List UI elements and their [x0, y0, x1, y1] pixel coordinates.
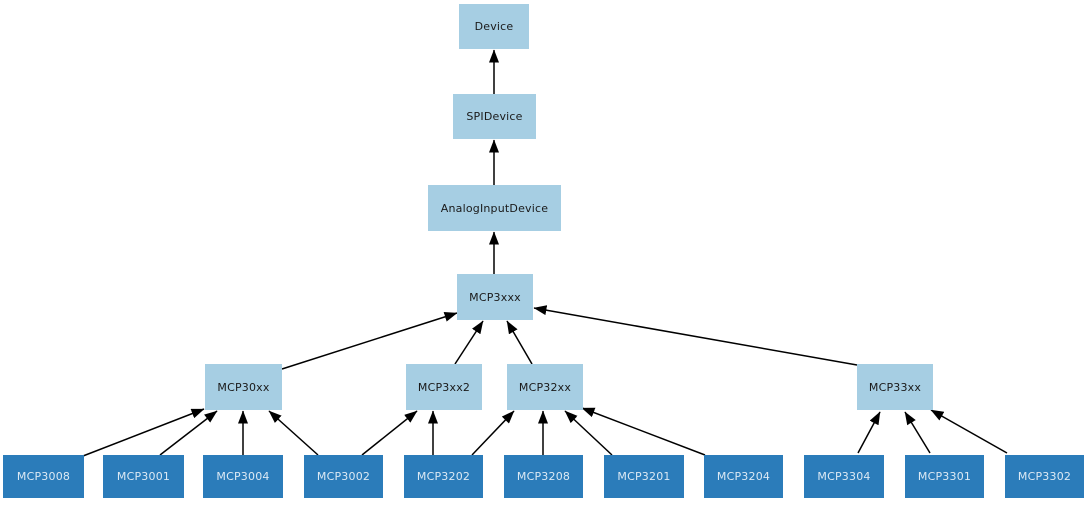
inheritance-arrow-mcp3xx2-to-mcp3xxx: [454, 320, 484, 365]
class-node-label: MCP3304: [817, 470, 871, 483]
class-node-label: AnalogInputDevice: [440, 201, 549, 215]
class-node-label: MCP3202: [416, 470, 471, 483]
class-node-mcp3208: MCP3208: [504, 455, 583, 498]
inheritance-arrow-mcp3008-to-mcp30xx: [82, 408, 205, 457]
class-node-label: MCP3201: [617, 470, 671, 483]
class-node-label: MCP3008: [16, 470, 71, 483]
class-node-mcp3002: MCP3002: [304, 455, 383, 498]
class-node-mcp3001: MCP3001: [103, 455, 184, 498]
class-node-mcp32xx: MCP32xx: [507, 364, 583, 410]
class-node-device: Device: [459, 4, 529, 49]
inheritance-arrow-mcp3202-to-mcp32xx: [471, 410, 515, 456]
class-node-analoginputdevice: AnalogInputDevice: [428, 185, 561, 231]
inheritance-arrow-mcp3302-to-mcp33xx: [930, 409, 1008, 454]
inheritance-arrow-mcp3301-to-mcp33xx: [904, 411, 931, 454]
class-node-label: MCP3204: [716, 470, 771, 483]
class-node-mcp3202: MCP3202: [404, 455, 483, 498]
inheritance-arrow-mcp3001-to-mcp30xx: [159, 410, 218, 456]
class-node-label: MCP33xx: [868, 380, 922, 394]
class-node-label: SPIDevice: [466, 110, 523, 123]
class-node-label: MCP3208: [516, 470, 571, 483]
class-node-mcp3xx2: MCP3xx2: [406, 364, 482, 410]
class-node-label: MCP3xxx: [469, 290, 521, 304]
class-node-label: MCP32xx: [518, 380, 572, 394]
class-node-label: MCP3002: [316, 470, 371, 483]
class-node-label: Device: [474, 20, 514, 33]
class-node-mcp3008: MCP3008: [3, 455, 84, 498]
class-node-label: MCP3302: [1017, 470, 1072, 483]
class-node-mcp30xx: MCP30xx: [205, 364, 282, 410]
class-node-mcp3201: MCP3201: [604, 455, 684, 498]
class-node-label: MCP30xx: [217, 380, 270, 394]
class-node-mcp3302: MCP3302: [1005, 455, 1084, 498]
class-node-mcp3301: MCP3301: [905, 455, 984, 498]
inheritance-arrow-mcp32xx-to-mcp3xxx: [506, 320, 533, 365]
class-node-label: MCP3xx2: [417, 380, 471, 394]
class-node-label: MCP3001: [116, 470, 171, 483]
class-node-label: MCP3301: [917, 470, 972, 483]
inheritance-arrow-mcp33xx-to-mcp3xxx: [533, 305, 858, 366]
class-node-mcp3xxx: MCP3xxx: [457, 274, 533, 320]
inheritance-arrow-mcp3002-to-mcp30xx: [268, 410, 319, 456]
class-node-mcp3204: MCP3204: [704, 455, 783, 498]
class-node-spidevice: SPIDevice: [453, 94, 536, 139]
class-node-mcp3304: MCP3304: [804, 455, 884, 498]
inheritance-arrow-mcp30xx-to-mcp3xxx: [281, 312, 458, 370]
class-node-mcp33xx: MCP33xx: [857, 364, 933, 410]
class-node-mcp3004: MCP3004: [203, 455, 283, 498]
inheritance-arrow-mcp3304-to-mcp33xx: [857, 411, 881, 454]
inheritance-arrow-mcp3204-to-mcp32xx: [581, 407, 706, 456]
class-node-label: MCP3004: [216, 470, 270, 483]
inheritance-arrow-mcp3002-to-mcp3xx2: [361, 410, 418, 456]
inheritance-arrow-mcp3201-to-mcp32xx: [564, 410, 613, 456]
